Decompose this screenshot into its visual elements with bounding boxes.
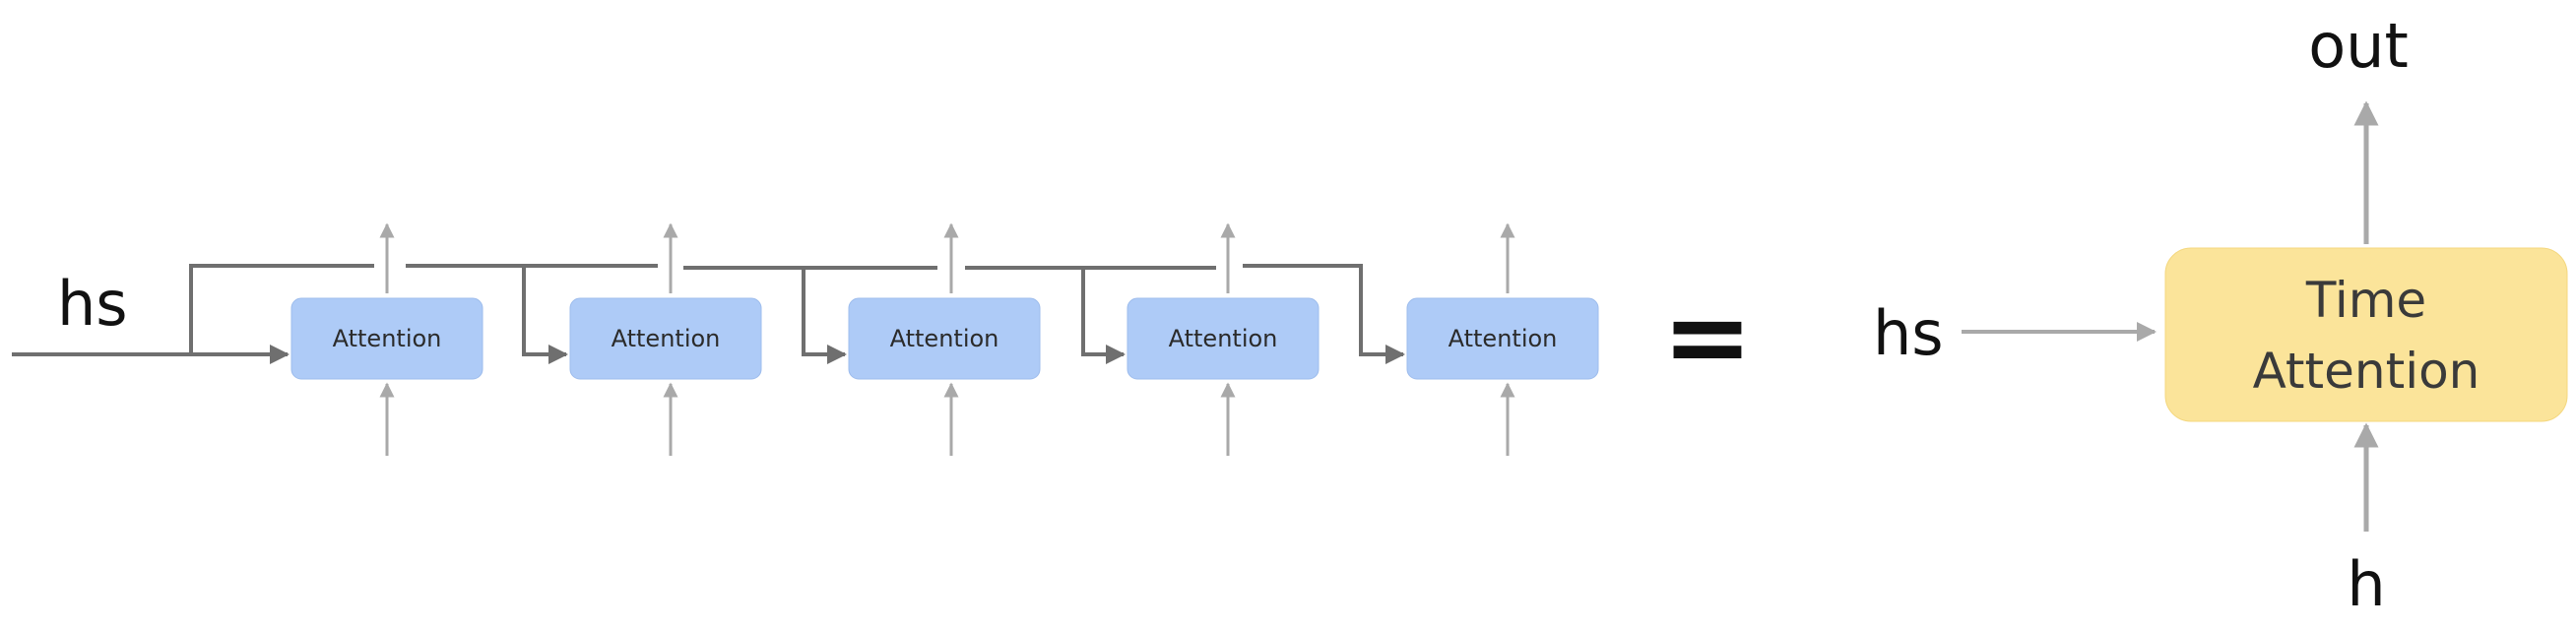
time-attention-label-line2: Attention	[2253, 343, 2480, 400]
attention-block-2: Attention	[569, 297, 762, 380]
hs-branch-line-1b	[406, 264, 568, 364]
time-attention-label-line1: Time	[2305, 272, 2426, 329]
hs-input-label-right: hs	[1873, 297, 1944, 369]
equals-sign: =	[1662, 274, 1753, 400]
hs-input-label-left: hs	[57, 268, 128, 340]
out-label: out	[2308, 10, 2409, 82]
hs-branch-line-2b	[683, 266, 847, 364]
attention-block-1: Attention	[290, 297, 483, 380]
hs-branch-line-3b	[965, 266, 1126, 364]
attention-block-4-label: Attention	[1169, 325, 1278, 352]
attention-block-3: Attention	[848, 297, 1041, 380]
attention-block-5-label: Attention	[1449, 325, 1558, 352]
hs-branch-line-1a	[189, 264, 374, 354]
attention-block-3-label: Attention	[890, 325, 999, 352]
hs-branch-line-4b	[1243, 264, 1405, 364]
h-label: h	[2347, 548, 2385, 620]
attention-block-1-label: Attention	[333, 325, 442, 352]
attention-block-2-label: Attention	[612, 325, 721, 352]
attention-block-5: Attention	[1406, 297, 1599, 380]
time-attention-block: Time Attention	[2164, 247, 2568, 422]
attention-block-4: Attention	[1127, 297, 1320, 380]
